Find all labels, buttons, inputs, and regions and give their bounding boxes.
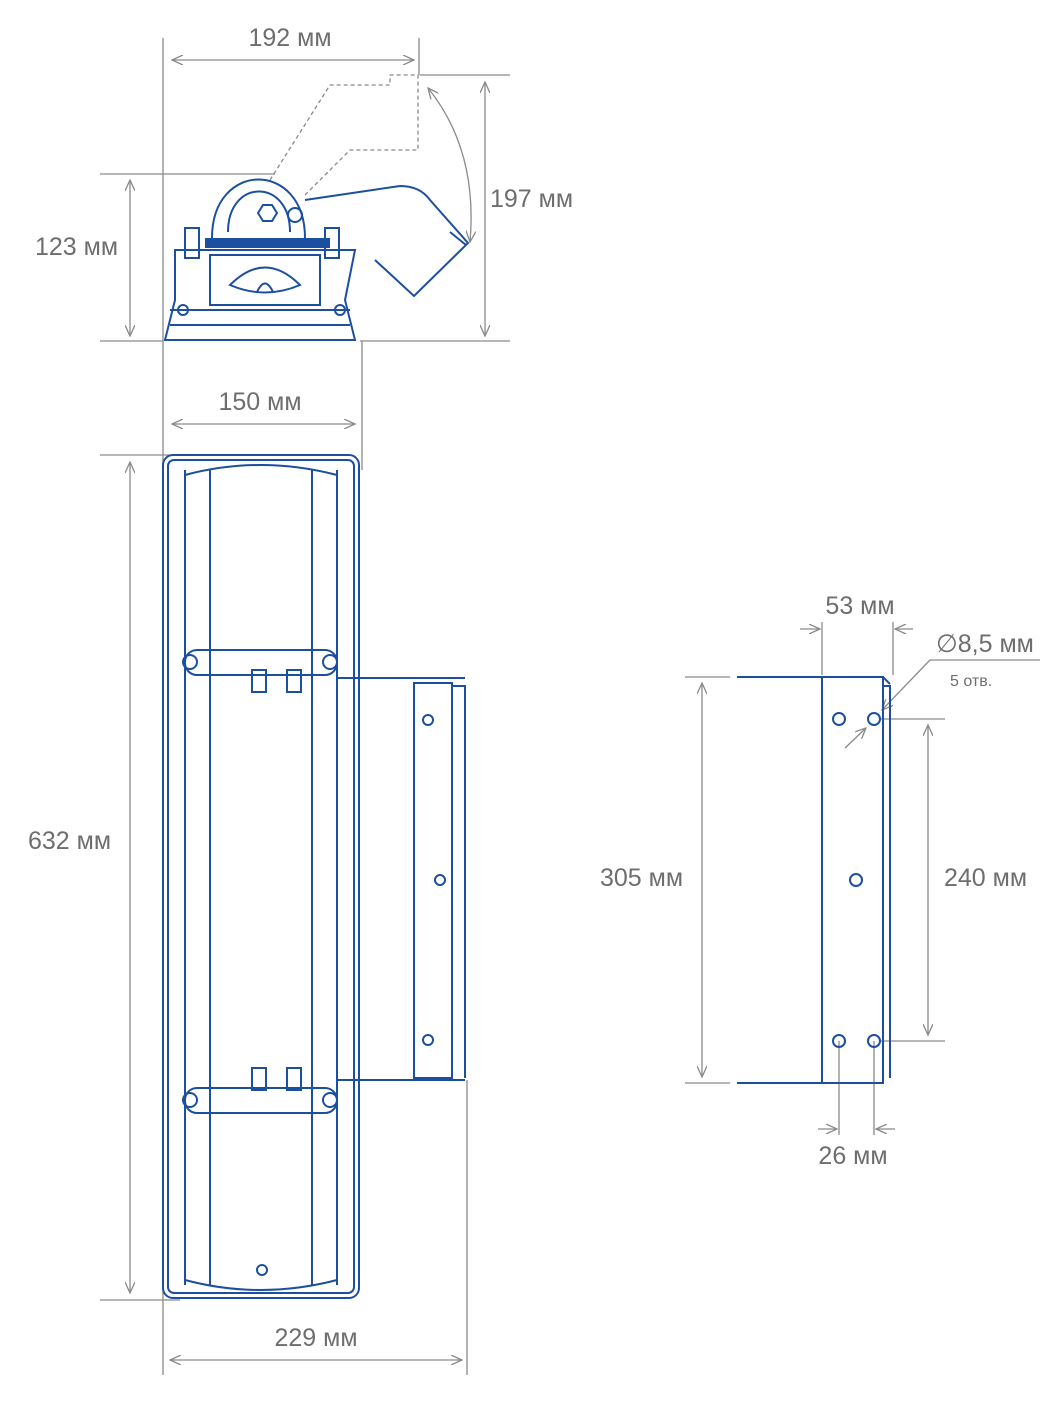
- dim-192: 192 мм: [248, 24, 331, 52]
- dim-53: 53 мм: [825, 592, 894, 620]
- dim-hole-diameter: ∅8,5 мм: [936, 630, 1034, 658]
- bracket-view: 53 мм ∅8,5 мм 5 отв. 305 мм 240 мм 26 мм: [600, 592, 1040, 1170]
- dim-150: 150 мм: [218, 388, 301, 416]
- dim-305: 305 мм: [600, 864, 683, 892]
- side-view: 192 мм 197 мм 123 мм: [35, 24, 573, 1375]
- luminaire-body: [162, 454, 466, 1299]
- dim-632: 632 мм: [28, 827, 111, 855]
- dim-229: 229 мм: [274, 1324, 357, 1352]
- dim-197: 197 мм: [490, 185, 573, 213]
- dim-26: 26 мм: [818, 1142, 887, 1170]
- front-view: 150 мм 632 мм 229 мм: [28, 341, 468, 1375]
- mounting-bracket: [737, 676, 891, 1084]
- dim-123: 123 мм: [35, 233, 118, 261]
- luminaire-end: [163, 178, 470, 341]
- dim-hole-count: 5 отв.: [950, 673, 992, 690]
- dim-240: 240 мм: [944, 864, 1027, 892]
